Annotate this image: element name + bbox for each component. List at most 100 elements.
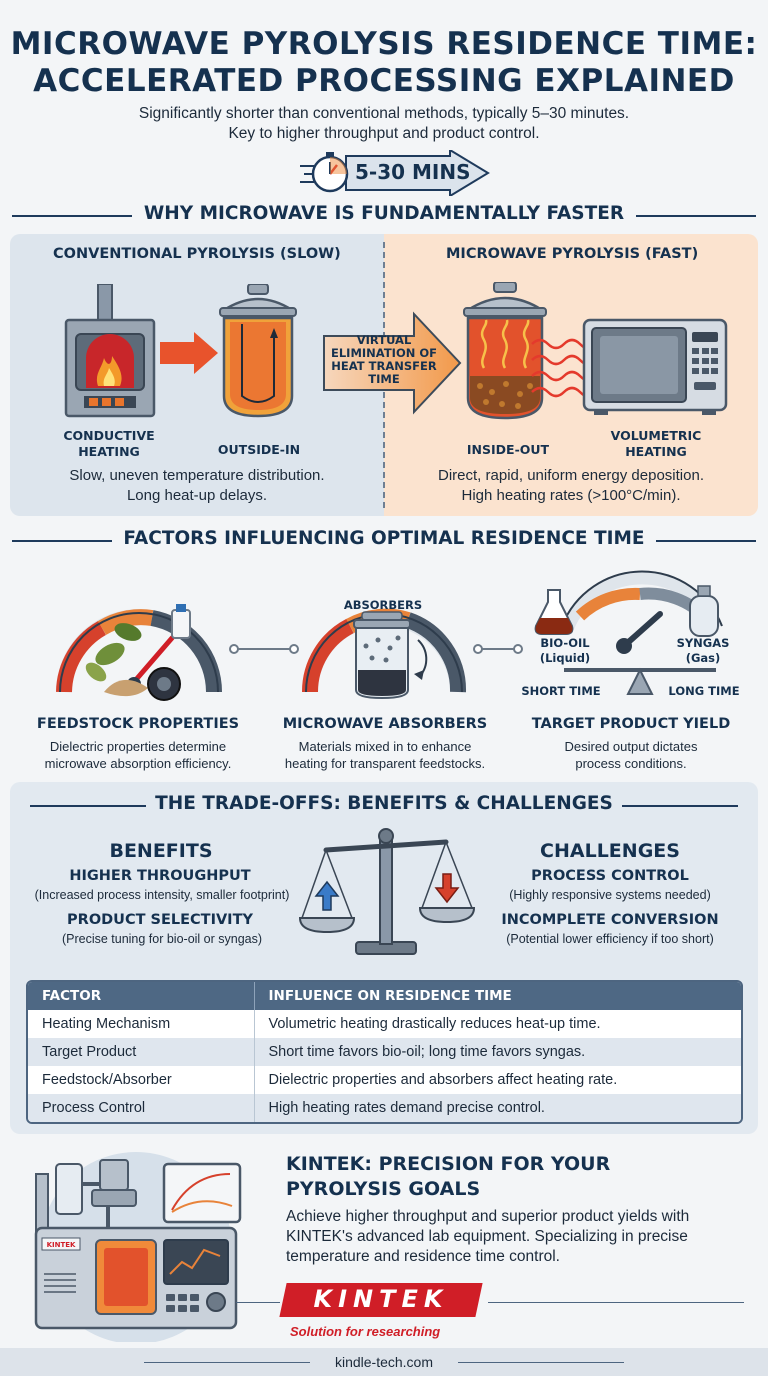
target-yield-desc: Desired output dictates process conditio… [524, 738, 738, 772]
lab-equipment-icon: KINTEK [34, 1152, 242, 1342]
table-cell-factor: Heating Mechanism [28, 1010, 255, 1038]
absorbers-gauge-icon [301, 608, 467, 700]
target-yield-gauge-icon [534, 570, 723, 695]
connector-icon [229, 644, 299, 654]
why-faster-heading-text: WHY MICROWAVE IS FUNDAMENTALLY FASTER [143, 203, 625, 224]
microwave-oven-icon [582, 318, 728, 415]
outside-in-label: OUTSIDE-IN [217, 442, 301, 457]
table-row: Feedstock/Absorber Dielectric properties… [28, 1066, 741, 1094]
down-arrow-icon [434, 873, 460, 904]
conventional-caption-line-1: Slow, uneven temperature distribution. [69, 467, 325, 484]
conventional-caption-line-2: Long heat-up delays. [126, 487, 268, 504]
table-cell-factor: Process Control [28, 1094, 255, 1122]
absorbers-gauge-label: ABSORBERS [343, 598, 423, 612]
volumetric-heating-label: VOLUMETRIC HEATING [596, 428, 716, 460]
conventional-caption: Slow, uneven temperature distribution. L… [20, 466, 374, 506]
heading-rule [656, 540, 756, 542]
center-arrow-line-1: VIRTUAL [356, 333, 412, 347]
heading-rule [622, 805, 738, 807]
table-header-factor: FACTOR [28, 982, 255, 1010]
conductive-heating-line-2: HEATING [78, 444, 140, 459]
table-row: Target Product Short time favors bio-oil… [28, 1038, 741, 1066]
benefit-1-desc: (Increased process intensity, smaller fo… [34, 888, 290, 902]
connector-icon [473, 644, 523, 654]
main-title-line-2: ACCELERATED PROCESSING EXPLAINED [33, 63, 735, 99]
time-badge: 5-30 MINS [355, 160, 471, 184]
benefits-title: BENEFITS [109, 840, 213, 862]
center-arrow-line-4: TIME [368, 372, 400, 386]
promo-title-line-1: KINTEK: PRECISION FOR YOUR [286, 1153, 611, 1175]
main-title-line-1: MICROWAVE PYROLYSIS RESIDENCE TIME: [10, 26, 758, 62]
reactor-vessel-icon [219, 284, 297, 418]
target-yield-desc-line-2: process conditions. [575, 756, 687, 771]
up-arrow-icon [314, 880, 340, 911]
conventional-title: CONVENTIONAL PYROLYSIS (SLOW) [53, 246, 341, 262]
table-row: Heating Mechanism Volumetric heating dra… [28, 1010, 741, 1038]
why-faster-heading: WHY MICROWAVE IS FUNDAMENTALLY FASTER [0, 203, 768, 227]
kintek-tagline: Solution for researching [290, 1324, 441, 1339]
conductive-heating-line-1: CONDUCTIVE [63, 428, 155, 443]
furnace-icon [64, 284, 156, 418]
device-badge: KINTEK [47, 1241, 76, 1249]
table-cell-factor: Target Product [28, 1038, 255, 1066]
target-yield-desc-line-1: Desired output dictates [564, 739, 698, 754]
heading-rule [636, 215, 756, 217]
feedstock-desc: Dielectric properties determine microwav… [22, 738, 254, 772]
absorbers-title: MICROWAVE ABSORBERS [282, 716, 488, 732]
benefit-2-title: PRODUCT SELECTIVITY [67, 912, 253, 928]
inside-out-label: INSIDE-OUT [466, 442, 550, 457]
balance-scale-icon [298, 828, 476, 955]
subtitle-line-1: Significantly shorter than conventional … [138, 105, 630, 122]
main-title: MICROWAVE PYROLYSIS RESIDENCE TIME: ACCE… [0, 26, 768, 100]
feedstock-gauge-icon [56, 604, 223, 701]
challenge-2-title: INCOMPLETE CONVERSION [501, 912, 719, 928]
promo-rule [488, 1302, 744, 1303]
center-arrow-line-2: ELIMINATION OF [331, 346, 437, 360]
microwave-caption-line-2: High heating rates (>100°C/min). [461, 487, 681, 504]
table-header-influence: INFLUENCE ON RESIDENCE TIME [254, 982, 741, 1010]
table-cell-factor: Feedstock/Absorber [28, 1066, 255, 1094]
subtitle: Significantly shorter than conventional … [0, 104, 768, 144]
promo-title: KINTEK: PRECISION FOR YOUR PYROLYSIS GOA… [286, 1152, 610, 1202]
microwave-vessel-icon [463, 282, 547, 420]
factors-heading-text: FACTORS INFLUENCING OPTIMAL RESIDENCE TI… [123, 528, 645, 549]
table-cell-influence: Short time favors bio-oil; long time fav… [254, 1038, 741, 1066]
short-time-label: SHORT TIME [521, 684, 601, 698]
table-cell-influence: High heating rates demand precise contro… [254, 1094, 741, 1122]
time-arrow-icon [300, 150, 490, 196]
factor-table: FACTOR INFLUENCE ON RESIDENCE TIME Heati… [26, 980, 743, 1124]
subtitle-line-2: Key to higher throughput and product con… [228, 125, 540, 142]
microwave-waves-icon [531, 338, 590, 398]
heading-rule [12, 215, 132, 217]
microwave-caption-line-1: Direct, rapid, uniform energy deposition… [438, 467, 704, 484]
promo-desc: Achieve higher throughput and superior p… [286, 1207, 746, 1267]
flask-icon [534, 589, 574, 635]
absorbers-desc-line-2: heating for transparent feedstocks. [284, 756, 486, 771]
bio-oil-label: BIO-OIL (Liquid) [530, 636, 600, 666]
stopwatch-icon [311, 152, 349, 193]
heat-arrow-icon [160, 332, 218, 374]
syngas-line-2: (Gas) [685, 651, 721, 665]
conductive-heating-label: CONDUCTIVE HEATING [54, 428, 164, 460]
table-header-row: FACTOR INFLUENCE ON RESIDENCE TIME [28, 982, 741, 1010]
table-cell-influence: Dielectric properties and absorbers affe… [268, 1072, 618, 1088]
kintek-logo-text[interactable]: KINTEK [313, 1285, 449, 1313]
feedstock-desc-line-2: microwave absorption efficiency. [44, 756, 232, 771]
table-cell-influence: Volumetric heating drastically reduces h… [268, 1016, 601, 1032]
gas-cylinder-icon [689, 585, 719, 637]
absorbers-desc-line-1: Materials mixed in to enhance [298, 739, 472, 754]
leaves-icon [85, 623, 142, 682]
footer-url[interactable]: kindle-tech.com [334, 1354, 434, 1370]
center-arrow-icon [323, 311, 462, 415]
table-row: Process Control High heating rates deman… [28, 1094, 741, 1122]
tradeoffs-heading: THE TRADE-OFFS: BENEFITS & CHALLENGES [0, 793, 768, 817]
challenge-1-title: PROCESS CONTROL [531, 868, 689, 884]
challenge-2-desc: (Potential lower efficiency if too short… [506, 932, 714, 946]
heading-rule [30, 805, 146, 807]
promo-desc-line-1: Achieve higher throughput and superior p… [286, 1208, 690, 1225]
absorbers-desc: Materials mixed in to enhance heating fo… [268, 738, 502, 772]
volumetric-heating-line-2: HEATING [625, 444, 687, 459]
microwave-title: MICROWAVE PYROLYSIS (FAST) [446, 246, 699, 262]
promo-desc-line-2: KINTEK's advanced lab equipment. Special… [286, 1228, 688, 1245]
feedstock-desc-line-1: Dielectric properties determine [49, 739, 227, 754]
